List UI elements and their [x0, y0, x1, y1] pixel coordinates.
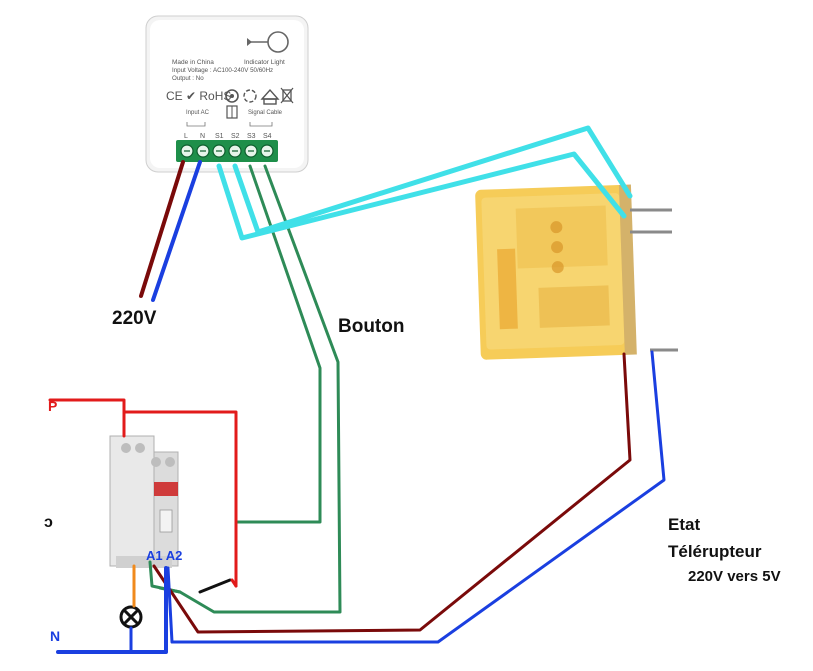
terminal-label-s2: S2 — [231, 133, 240, 140]
wire-phase-p — [48, 398, 126, 438]
wire-button-1 — [234, 164, 322, 524]
wire-neutral-n — [56, 566, 168, 654]
recycle-icon — [225, 89, 239, 103]
recycle-arrows-icon — [243, 89, 257, 103]
label-a1-a2: A1 A2 — [146, 548, 183, 563]
wire-signal-1 — [216, 151, 627, 241]
label-telerupteur: Télérupteur — [668, 542, 762, 561]
label-bouton: Bouton — [338, 316, 405, 337]
wire-neutral-220v — [151, 160, 202, 302]
terminal-label-n: N — [200, 133, 205, 140]
terminal-labels: L N S1 S2 S3 S4 — [184, 133, 272, 140]
home-icon — [260, 88, 280, 105]
module-input-ac-label: Input AC — [186, 110, 210, 116]
lamp-icon — [119, 605, 143, 629]
module-indicator-text: Indicator Light — [244, 59, 285, 66]
label-neutral-n: N — [50, 628, 61, 644]
wire-push-link — [230, 578, 238, 588]
smart-switch-module: Made in China Indicator Light Input Volt… — [145, 15, 309, 173]
wire-relay-out-neutral — [166, 350, 666, 644]
switch-symbol-icon — [226, 105, 238, 119]
relay-module — [475, 184, 637, 360]
wire-phase-p-branch — [122, 410, 238, 588]
module-signal-cable-label: Signal Cable — [248, 110, 283, 116]
terminal-label-s1: S1 — [215, 133, 224, 140]
terminal-label-s4: S4 — [263, 133, 272, 140]
wire-signal-2 — [232, 125, 633, 235]
wire-relay-out-live — [152, 352, 632, 634]
relay-pins — [630, 208, 678, 352]
terminal-block — [176, 140, 278, 162]
label-220v: 220V — [112, 308, 157, 329]
module-output: Output : No — [172, 75, 204, 82]
terminal-label-s3: S3 — [247, 133, 256, 140]
label-phase-p: P — [48, 398, 58, 414]
module-made-in: Made in China — [172, 59, 214, 66]
module-input-voltage: Input Voltage : AC100-240V 50/60Hz — [172, 67, 273, 74]
wire-push-contact — [198, 578, 232, 594]
wire-live-220v — [139, 160, 185, 298]
terminal-label-l: L — [184, 133, 188, 140]
label-side-mark: ɔ — [44, 514, 53, 531]
wire-button-2 — [158, 164, 342, 614]
indicator-light-icon — [247, 31, 289, 53]
module-cert-marks: CE ✔ RoHS — [166, 89, 231, 103]
label-220v-to-5v: 220V vers 5V — [688, 568, 781, 585]
impulse-relay-contactor — [109, 435, 179, 568]
weee-bin-icon — [280, 87, 294, 104]
label-etat: Etat — [668, 515, 701, 534]
